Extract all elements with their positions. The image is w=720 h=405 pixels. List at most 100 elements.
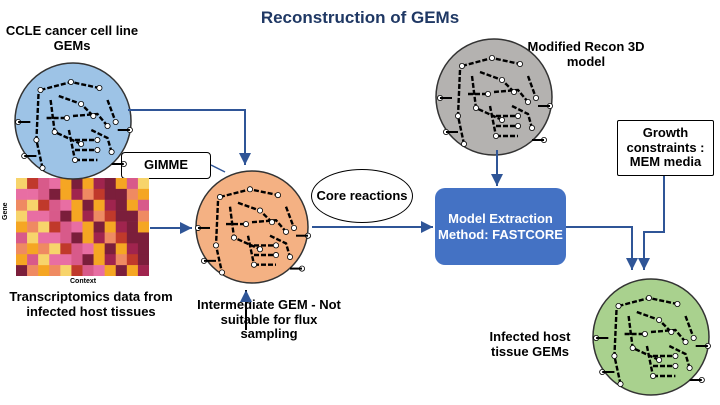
heatmap-cell xyxy=(60,221,72,233)
metabolite-node xyxy=(63,115,70,122)
ccle-gem-label: CCLE cancer cell line GEMs xyxy=(5,23,139,53)
heatmap-cell xyxy=(115,232,128,244)
heatmap-cell xyxy=(104,188,117,201)
metabolite-node xyxy=(78,141,85,148)
metabolite-node xyxy=(645,294,652,301)
heatmap-cell xyxy=(93,210,105,222)
metabolite-node xyxy=(650,373,657,380)
heatmap-cell xyxy=(115,254,128,266)
heatmap-cell xyxy=(137,243,149,255)
arrow-gimme-to-intermediate xyxy=(210,164,226,173)
heatmap-context-axis-label: Context xyxy=(70,278,97,285)
heatmap-cell xyxy=(49,199,61,211)
metabolite-node xyxy=(269,219,276,226)
heatmap-cell xyxy=(71,265,83,276)
metabolite-node xyxy=(460,141,467,148)
metabolite-node xyxy=(690,335,697,342)
metabolite-node xyxy=(72,157,79,164)
heatmap-cell xyxy=(71,221,83,233)
heatmap-cell xyxy=(115,210,128,222)
metabolite-node xyxy=(37,86,44,93)
heatmap-cell xyxy=(104,178,117,190)
metabolite-node xyxy=(499,117,506,124)
reaction-edge xyxy=(251,218,287,233)
metabolite-node xyxy=(112,119,119,126)
heatmap-cell xyxy=(49,243,61,255)
heatmap-cell xyxy=(71,210,83,222)
metabolite-node xyxy=(617,381,624,388)
arrow-growth-to-infected xyxy=(638,176,665,270)
heatmap-cell xyxy=(49,210,61,222)
heatmap-cell xyxy=(38,232,50,244)
heatmap-cell xyxy=(60,199,72,211)
heatmap-cell xyxy=(27,243,39,255)
metabolite-node xyxy=(458,62,465,69)
heatmap-cell xyxy=(27,232,39,244)
heatmap-cell xyxy=(27,210,39,222)
heatmap-cell xyxy=(16,221,28,233)
heatmap-cell xyxy=(82,199,94,211)
heatmap-cell xyxy=(93,254,105,266)
reaction-edge xyxy=(668,344,691,369)
metabolite-node xyxy=(251,261,258,268)
metabolite-node xyxy=(108,149,115,156)
reaction-edge xyxy=(526,75,538,99)
heatmap-cell xyxy=(115,188,128,201)
heatmap-cell xyxy=(137,265,149,276)
heatmap-cell xyxy=(49,221,61,233)
heatmap-cell xyxy=(38,243,50,255)
heatmap-cell xyxy=(137,188,149,201)
heatmap-cell xyxy=(16,232,28,244)
heatmap-cell xyxy=(93,232,105,244)
heatmap-cell xyxy=(60,210,72,222)
heatmap-cell xyxy=(126,178,139,190)
heatmap-cell xyxy=(82,265,94,276)
heatmap-cell xyxy=(115,243,128,255)
arrow-ccle-to-intermediate xyxy=(128,109,251,165)
metabolite-node xyxy=(287,253,294,260)
heatmap-cell xyxy=(82,178,94,190)
heatmap-cell xyxy=(104,232,117,244)
transcriptomics-label: Transcriptomics data from infected host … xyxy=(9,289,173,319)
heatmap-cell xyxy=(60,254,72,266)
metabolite-node xyxy=(39,165,46,172)
recon3d-label: Modified Recon 3D model xyxy=(527,39,645,69)
heatmap-cell xyxy=(27,221,39,233)
heatmap-cell xyxy=(126,254,139,266)
metabolite-node xyxy=(682,339,689,346)
infected-gem-network xyxy=(592,278,711,396)
reaction-edge xyxy=(72,112,109,127)
metabolite-node xyxy=(104,123,111,130)
heatmap-cell xyxy=(115,221,128,233)
heatmap-cell xyxy=(137,254,149,266)
metabolite-node xyxy=(218,269,225,276)
metabolite-node xyxy=(515,113,522,120)
heatmap-cell xyxy=(82,188,94,201)
heatmap-cell xyxy=(104,199,117,211)
gem-circle xyxy=(435,38,553,156)
arrow-fastcore-to-infected xyxy=(566,226,638,270)
metabolite-node xyxy=(33,137,40,144)
heatmap-cell xyxy=(27,265,39,276)
heatmap-cell xyxy=(126,232,139,244)
metabolite-node xyxy=(615,302,622,309)
metabolite-node xyxy=(656,317,663,324)
metabolite-node xyxy=(51,129,58,136)
core-reactions-ellipse: Core reactions xyxy=(311,169,413,223)
metabolite-node xyxy=(668,329,675,336)
reaction-edge xyxy=(650,328,687,343)
metabolite-node xyxy=(283,228,290,235)
heatmap-cell xyxy=(82,232,94,244)
heatmap-cell xyxy=(137,221,149,233)
reaction-edge xyxy=(269,234,292,258)
metabolite-node xyxy=(216,194,223,201)
heatmap-cell xyxy=(71,178,83,190)
heatmap-cell xyxy=(115,265,128,276)
reaction-edge xyxy=(493,88,529,103)
metabolite-node xyxy=(511,89,518,96)
heatmap-cell xyxy=(82,254,94,266)
metabolite-node xyxy=(257,207,264,214)
heatmap-cell xyxy=(71,243,83,255)
metabolite-node xyxy=(273,242,280,249)
